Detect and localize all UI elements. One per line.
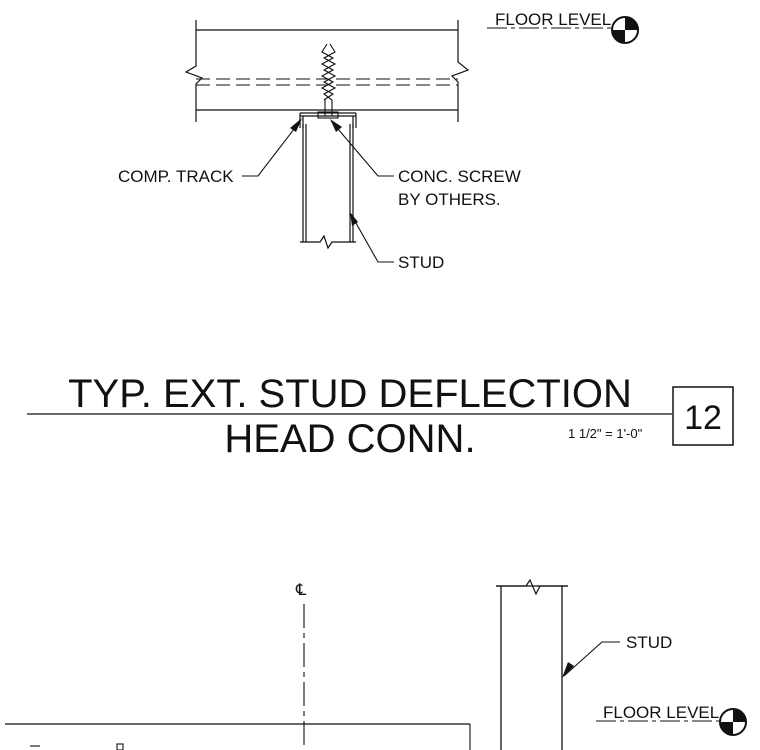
floor-level-label: FLOOR LEVEL <box>495 10 611 29</box>
conc-screw-callout: CONC. SCREW BY OTHERS. <box>330 119 521 209</box>
break-symbol-icon <box>300 234 356 250</box>
detail-number-box <box>672 386 734 446</box>
stud-callout-top: STUD <box>350 212 444 272</box>
break-symbol-icon <box>496 578 568 596</box>
arrow-icon <box>350 212 358 226</box>
stud-elevation <box>496 578 568 750</box>
conc-screw-label-line1: CONC. SCREW <box>398 167 521 186</box>
comp-track-callout: COMP. TRACK <box>118 118 302 186</box>
stud-label: STUD <box>398 253 444 272</box>
detail-number: 12 <box>684 399 722 437</box>
datum-target-icon <box>611 16 639 44</box>
detail-scale: 1 1/2" = 1'-0" <box>568 426 643 441</box>
stud-label-bottom: STUD <box>626 633 672 652</box>
floor-level-marker-bottom: FLOOR LEVEL <box>596 703 747 736</box>
concrete-screw <box>317 43 339 119</box>
detail-title-line1: TYP. EXT. STUD DEFLECTION <box>68 372 632 416</box>
arrow-icon <box>562 662 574 678</box>
detail-title-line2: HEAD CONN. <box>224 417 475 461</box>
comp-track <box>299 112 357 128</box>
concrete-slab <box>184 20 470 122</box>
centerline-icon: ℄ <box>295 582 307 599</box>
detail-title-block: TYP. EXT. STUD DEFLECTION HEAD CONN. 1 1… <box>27 372 734 461</box>
stud-callout-bottom: STUD <box>562 633 672 678</box>
arrow-icon <box>330 119 342 132</box>
comp-track-label: COMP. TRACK <box>118 167 234 186</box>
floor-level-marker-top: FLOOR LEVEL <box>487 10 639 44</box>
stud-section <box>300 124 356 250</box>
floor-level-label-bottom: FLOOR LEVEL <box>603 703 719 722</box>
datum-target-icon <box>719 708 747 736</box>
break-symbol-icon <box>450 20 470 122</box>
centerline: ℄ <box>295 582 307 750</box>
arrow-icon <box>290 118 302 132</box>
slab-bottom <box>5 723 471 750</box>
break-symbol-icon <box>184 20 204 122</box>
conc-screw-label-line2: BY OTHERS. <box>398 190 501 209</box>
